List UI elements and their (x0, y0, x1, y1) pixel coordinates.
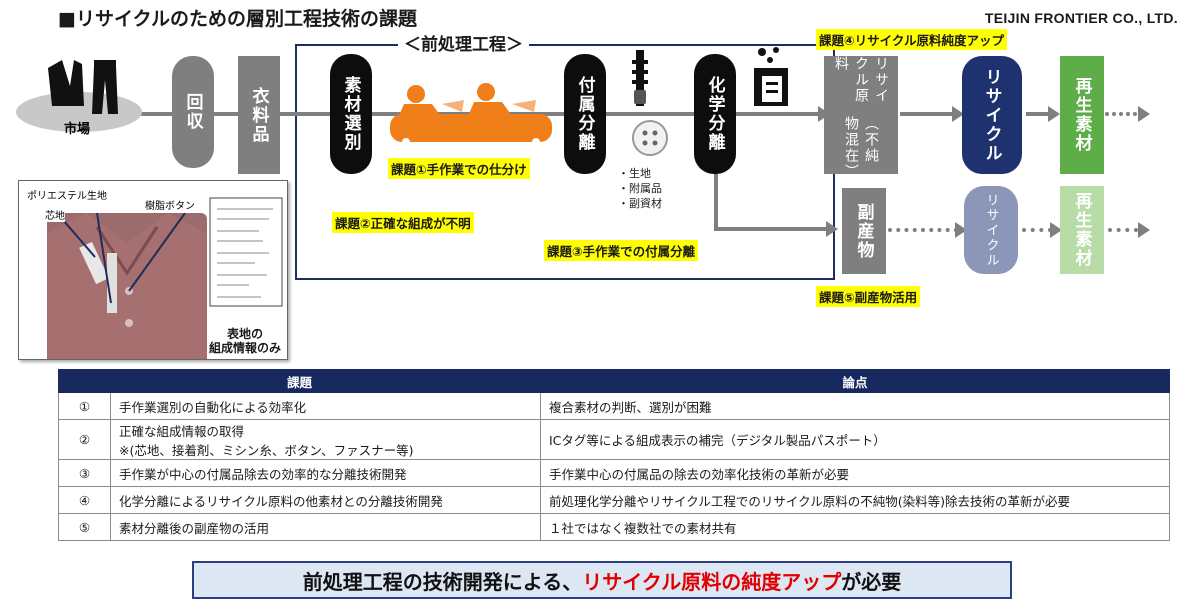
shirt-illustration (47, 213, 207, 359)
table-header-row: 課題 論点 (58, 369, 1170, 393)
accessory-item-fabric: ・生地 (618, 167, 651, 180)
issue-5: 課題⑤副産物活用 (816, 286, 921, 307)
garment-photo-panel: ポリエステル生地 芯地 樹脂ボタン 表地の 組成情報のみ (18, 180, 288, 360)
row-issue: 化学分離によるリサイクル原料の他素材との分離技術開発 (110, 486, 541, 514)
label-polyester: ポリエステル生地 (27, 187, 107, 202)
conclusion-pre: 前処理工程の技術開発による、 (302, 569, 583, 594)
row-number: ④ (58, 486, 111, 514)
market-label: 市場 (64, 122, 91, 137)
step-collect: 回収 (172, 56, 214, 168)
issue-4: 課題④リサイクル原料純度アップ (816, 29, 1007, 50)
step-recycle: リサイクル (962, 56, 1022, 174)
row-issue-note: ※(芯地、接着剤、ミシン糸、ボタン、ファスナー等) (119, 442, 414, 458)
row-issue: 正確な組成情報の取得 ※(芯地、接着剤、ミシン糸、ボタン、ファスナー等) (110, 419, 541, 460)
step-recycled-raw: リサイクル原料 （不純物混在） (824, 56, 898, 180)
issue-2: 課題②正確な組成が不明 (332, 212, 474, 233)
clothing-icon (48, 60, 118, 114)
row-issue: 手作業選別の自動化による効率化 (110, 392, 541, 420)
company-brand: TEIJIN FRONTIER CO., LTD. (984, 10, 1178, 26)
step-clothing: 衣料品 (238, 56, 280, 174)
table-row: ① 手作業選別の自動化による効率化 複合素材の判断、選別が困難 (58, 392, 1170, 420)
table-row: ⑤ 素材分離後の副産物の活用 １社ではなく複数社での素材共有 (58, 513, 1170, 541)
beaker-icon (754, 47, 788, 106)
byproduct-dots-3-arrowhead (1138, 222, 1150, 238)
step-regen: 再生素材 (1060, 56, 1104, 174)
table-row: ③ 手作業が中心の付属品除去の効率的な分離技術開発 手作業中心の付属品の除去の効… (58, 459, 1170, 487)
byproduct-dots-3 (1108, 228, 1138, 232)
composition-caption: 表地の 組成情報のみ (208, 327, 281, 355)
step-recycled-raw-label: リサイクル原料 (833, 56, 889, 104)
byproduct-dots-2-arrowhead (1050, 222, 1062, 238)
issue-1: 課題①手作業での仕分け (388, 158, 530, 179)
manual-sorting-icon (390, 83, 552, 146)
row-number: ⑤ (58, 513, 111, 541)
flow-continue-arrowhead (1138, 106, 1150, 122)
label-core-fabric: 芯地 (45, 207, 65, 222)
conclusion-banner: 前処理工程の技術開発による、 リサイクル原料の純度アップ が必要 (192, 561, 1012, 599)
table-row: ② 正確な組成情報の取得 ※(芯地、接着剤、ミシン糸、ボタン、ファスナー等) I… (58, 419, 1170, 460)
row-number: ② (58, 419, 111, 460)
conclusion-post: が必要 (841, 569, 902, 594)
table-header-point: 論点 (540, 369, 1170, 393)
row-point: ICタグ等による組成表示の補完（デジタル製品パスポート） (540, 419, 1170, 460)
step-accessory-sep: 付属分離 (564, 54, 606, 174)
branch-line-horizontal (714, 227, 826, 231)
byproduct-dots-2 (1022, 228, 1052, 232)
flow-arrowhead-raw-recycle (952, 106, 964, 122)
accessory-item-attachment: ・附属品 (618, 182, 662, 195)
row-issue: 手作業が中心の付属品除去の効率的な分離技術開発 (110, 459, 541, 487)
button-icon (632, 120, 668, 156)
step-recycled-raw-sub: （不純物混在） (843, 116, 879, 180)
row-number: ① (58, 392, 111, 420)
row-issue: 素材分離後の副産物の活用 (110, 513, 541, 541)
zipper-icon (632, 50, 648, 106)
step-chem-sep: 化学分離 (694, 54, 736, 174)
accessory-list: ・生地 ・附属品 ・副資材 (618, 166, 662, 211)
step-recycle-byproduct: リサイクル (964, 186, 1018, 274)
flow-arrowhead-recycle-regen (1048, 106, 1060, 122)
flow-arrow-raw-recycle (900, 112, 954, 116)
byproduct-dots-1 (888, 228, 958, 232)
row-point: 複合素材の判断、選別が困難 (540, 392, 1170, 420)
issue-3: 課題③手作業での付属分離 (544, 240, 699, 261)
step-regen-byproduct: 再生素材 (1060, 186, 1104, 274)
page-title: ■リサイクルのための層別工程技術の課題 (58, 8, 418, 30)
branch-arrowhead (826, 221, 838, 237)
flow-continue-dots (1105, 112, 1137, 116)
flow-arrow-recycle-regen (1026, 112, 1050, 116)
step-sorting: 素材選別 (330, 54, 372, 174)
row-point: 手作業中心の付属品の除去の効率化技術の革新が必要 (540, 459, 1170, 487)
row-point: 前処理化学分離やリサイクル工程でのリサイクル原料の不純物(染料等)除去技術の革新… (540, 486, 1170, 514)
row-issue-main: 正確な組成情報の取得 (119, 423, 245, 439)
label-resin-button: 樹脂ボタン (145, 197, 195, 212)
row-number: ③ (58, 459, 111, 487)
preprocess-label: ＜前処理工程＞ (398, 30, 529, 55)
issues-table: 課題 論点 ① 手作業選別の自動化による効率化 複合素材の判断、選別が困難 ② … (58, 369, 1170, 541)
branch-line-vertical (714, 160, 718, 230)
table-header-issue: 課題 (58, 369, 541, 393)
care-label-tag (209, 197, 283, 307)
table-row: ④ 化学分離によるリサイクル原料の他素材との分離技術開発 前処理化学分離やリサイ… (58, 486, 1170, 514)
accessory-item-material: ・副資材 (618, 197, 662, 210)
row-point: １社ではなく複数社での素材共有 (540, 513, 1170, 541)
step-byproduct: 副産物 (842, 188, 886, 274)
conclusion-highlight: リサイクル原料の純度アップ (582, 569, 842, 594)
